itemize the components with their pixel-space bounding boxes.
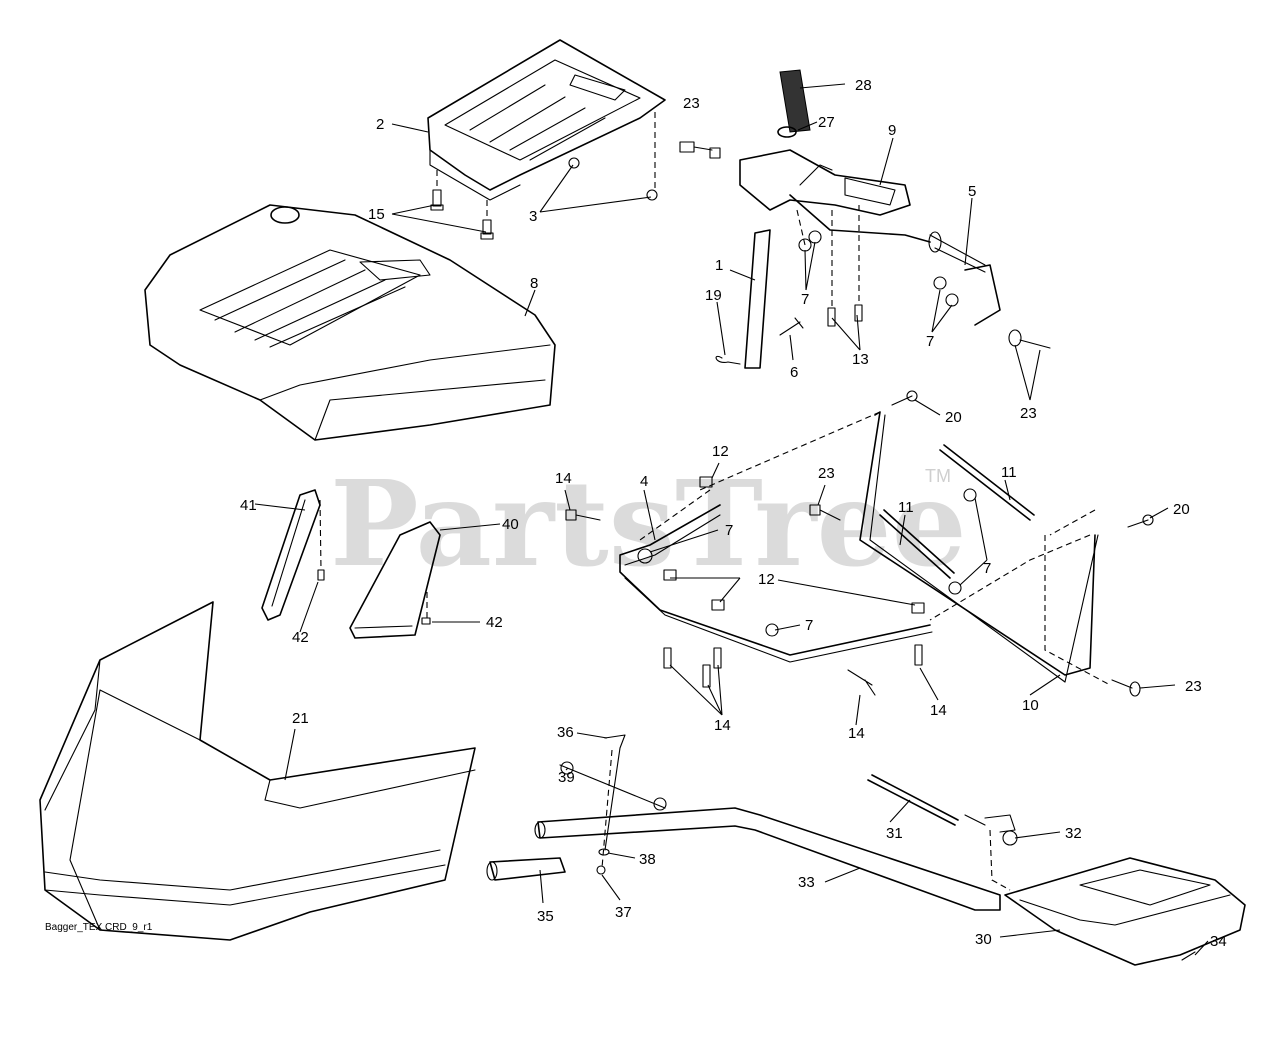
callout-7-low: 7 <box>805 617 813 634</box>
callout-4: 4 <box>640 473 648 490</box>
callout-7-mid-left: 7 <box>725 522 733 539</box>
callout-32: 32 <box>1065 825 1082 842</box>
callout-7-top: 7 <box>801 291 809 308</box>
watermark-trademark: TM <box>925 466 951 486</box>
part-washer-27[interactable] <box>777 126 797 138</box>
part-pin-6[interactable] <box>779 317 804 336</box>
callout-14-left: 14 <box>555 470 572 487</box>
bolt-23-mid[interactable] <box>809 504 1141 697</box>
callout-15: 15 <box>368 206 385 223</box>
callout-2: 2 <box>376 116 384 133</box>
diagram-caption: Bagger_TEX CRD_9_r1 <box>45 922 153 933</box>
bolt-13[interactable] <box>827 304 863 327</box>
callout-42-right: 42 <box>486 614 503 631</box>
callout-12-top: 12 <box>712 443 729 460</box>
callout-8: 8 <box>530 275 538 292</box>
callout-34: 34 <box>1210 933 1227 950</box>
callout-7-mid-right: 7 <box>983 560 991 577</box>
part-frame-4[interactable] <box>619 504 933 663</box>
callout-5: 5 <box>968 183 976 200</box>
callout-14-bottom: 14 <box>714 717 731 734</box>
callout-23-mid: 23 <box>818 465 835 482</box>
bolt-14[interactable] <box>565 509 923 696</box>
part-side-panel-40[interactable] <box>349 521 441 639</box>
callout-23-top: 23 <box>683 95 700 112</box>
callout-23-right: 23 <box>1020 405 1037 422</box>
callout-33: 33 <box>798 874 815 891</box>
callout-21: 21 <box>292 710 309 727</box>
part-pin-37[interactable] <box>596 865 606 875</box>
callout-7-right: 7 <box>926 333 934 350</box>
callout-23-low: 23 <box>1185 678 1202 695</box>
part-pedal-30[interactable] <box>1004 857 1246 966</box>
callout-28: 28 <box>855 77 872 94</box>
part-rod-31[interactable] <box>867 774 959 826</box>
part-washer-38[interactable] <box>598 848 610 856</box>
part-grip-35[interactable] <box>486 857 566 881</box>
callout-11-left: 11 <box>898 499 914 516</box>
nut-3[interactable] <box>568 157 658 201</box>
callout-9: 9 <box>888 122 896 139</box>
callout-3: 3 <box>529 208 537 225</box>
part-link-11-left[interactable] <box>879 509 955 579</box>
part-handle-33[interactable] <box>534 807 1001 911</box>
part-hood-cover-top[interactable] <box>427 39 666 201</box>
part-rod-36[interactable] <box>604 734 626 851</box>
part-bracket-9[interactable] <box>739 149 911 216</box>
callout-1: 1 <box>715 257 723 274</box>
callout-20-top: 20 <box>945 409 962 426</box>
part-clip-19[interactable] <box>715 355 741 365</box>
callout-14-mid: 14 <box>848 725 865 742</box>
callout-11-right: 11 <box>1001 464 1017 481</box>
part-side-panel-41[interactable] <box>261 489 321 621</box>
part-spring-32[interactable] <box>964 814 1018 846</box>
part-rod-1[interactable] <box>744 229 771 369</box>
callout-41: 41 <box>240 497 257 514</box>
callout-36: 36 <box>557 724 574 741</box>
callout-30: 30 <box>975 931 992 948</box>
callout-42-left: 42 <box>292 629 309 646</box>
callout-20-right: 20 <box>1173 501 1190 518</box>
callout-13: 13 <box>852 351 869 368</box>
bolt-23-top[interactable] <box>679 141 721 159</box>
callout-27: 27 <box>818 114 835 131</box>
callout-labels: 2 15 3 8 23 28 27 9 5 1 19 6 7 13 7 23 2… <box>240 77 1227 950</box>
bolt-42-right[interactable] <box>421 617 431 625</box>
callout-10: 10 <box>1022 697 1039 714</box>
nut-12[interactable] <box>663 476 925 614</box>
part-hood-main[interactable] <box>144 204 556 441</box>
bolt-20[interactable] <box>891 390 1154 528</box>
callout-37: 37 <box>615 904 632 921</box>
callout-39: 39 <box>558 769 575 786</box>
nut-7-top[interactable] <box>798 230 959 307</box>
part-spring-39[interactable] <box>559 761 667 811</box>
callout-6: 6 <box>790 364 798 381</box>
part-front-bumper[interactable] <box>39 601 476 941</box>
part-screw-34[interactable] <box>1181 951 1196 961</box>
part-shaft-5[interactable] <box>789 194 1001 326</box>
watermark: PartsTree <box>330 454 967 593</box>
callout-38: 38 <box>639 851 656 868</box>
callout-14-right: 14 <box>930 702 947 719</box>
part-grip-28[interactable] <box>779 69 811 133</box>
callout-19: 19 <box>705 287 722 304</box>
callout-35: 35 <box>537 908 554 925</box>
callout-31: 31 <box>886 825 903 842</box>
bolt-15[interactable] <box>430 189 494 240</box>
callout-12-mid: 12 <box>758 571 775 588</box>
leader-lines <box>254 83 1209 956</box>
part-link-11-right[interactable] <box>939 444 1035 521</box>
callout-40: 40 <box>502 516 519 533</box>
nut-7-mid[interactable] <box>637 488 977 637</box>
bolt-42-left[interactable] <box>317 569 325 581</box>
